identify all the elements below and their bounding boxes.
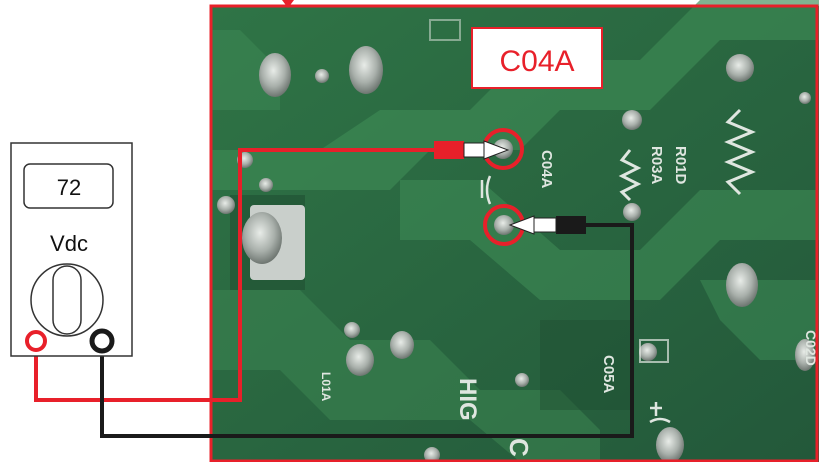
silk-r01d: R01D — [672, 146, 689, 185]
silk-c04a: C04A — [538, 150, 555, 189]
silk-c: C — [504, 438, 534, 457]
silk-l01a: L01A — [319, 372, 333, 402]
component-callout: C04A — [472, 28, 602, 88]
multimeter: 72 Vdc — [11, 143, 132, 356]
negative-jack[interactable] — [92, 331, 112, 351]
callout-label: C04A — [499, 45, 574, 78]
silk-hig: HIG — [454, 378, 481, 421]
positive-jack[interactable] — [27, 332, 45, 350]
meter-reading: 72 — [57, 175, 81, 200]
silk-r03a: R03A — [648, 146, 665, 185]
silk-c05a: C05A — [600, 355, 617, 394]
selector-dial[interactable] — [31, 264, 103, 336]
meter-unit: Vdc — [50, 231, 88, 256]
